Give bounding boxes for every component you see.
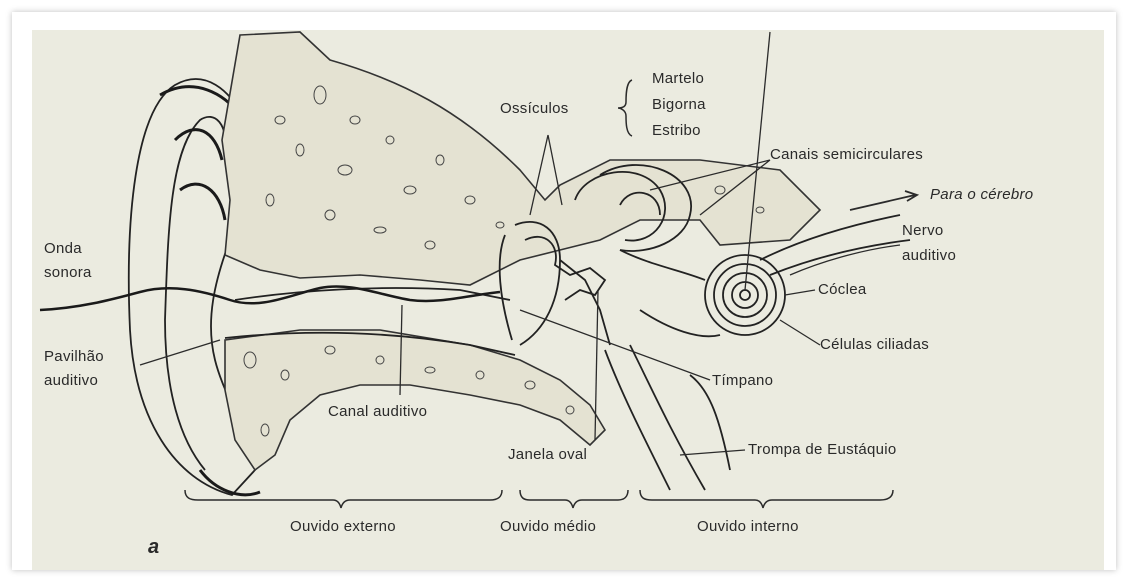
label-celulas-ciliadas: Células ciliadas	[820, 336, 929, 354]
label-bigorna: Bigorna	[652, 96, 706, 114]
label-ouvido-externo: Ouvido externo	[290, 518, 396, 536]
label-martelo: Martelo	[652, 70, 704, 88]
label-nervo: Nervo	[902, 222, 944, 240]
label-ouvido-interno: Ouvido interno	[697, 518, 799, 536]
label-pavilhao: Pavilhão	[44, 348, 104, 366]
ossicle-brace	[618, 80, 632, 136]
label-canal-auditivo: Canal auditivo	[328, 403, 427, 421]
label-trompa-de-eustaquio: Trompa de Eustáquio	[748, 441, 897, 459]
cochlea-spiral	[705, 255, 785, 335]
to-brain-arrow	[850, 191, 917, 210]
label-onda-sonora: sonora	[44, 264, 92, 282]
ear-canal-top	[235, 288, 510, 300]
label-canais-semicirculares: Canais semicirculares	[770, 146, 923, 164]
label-janela-oval: Janela oval	[508, 446, 587, 464]
temporal-bone-upper	[222, 32, 820, 285]
label-para-o-cerebro: Para o cérebro	[930, 186, 1033, 204]
label-estribo: Estribo	[652, 122, 701, 140]
label-pavilhao-auditivo: auditivo	[44, 372, 98, 390]
label-ouvido-medio: Ouvido médio	[500, 518, 596, 536]
figure-letter: a	[148, 538, 159, 556]
brace-middle	[520, 490, 628, 508]
eustachian-tube	[605, 345, 730, 490]
label-onda: Onda	[44, 240, 82, 258]
sound-wave	[40, 286, 500, 310]
label-ossiculos: Ossículos	[500, 100, 569, 118]
brace-internal	[640, 490, 893, 508]
label-nervo-auditivo: auditivo	[902, 247, 956, 265]
pinna-inner-fold	[165, 117, 225, 470]
label-timpano: Tímpano	[712, 372, 773, 390]
label-coclea: Cóclea	[818, 281, 867, 299]
